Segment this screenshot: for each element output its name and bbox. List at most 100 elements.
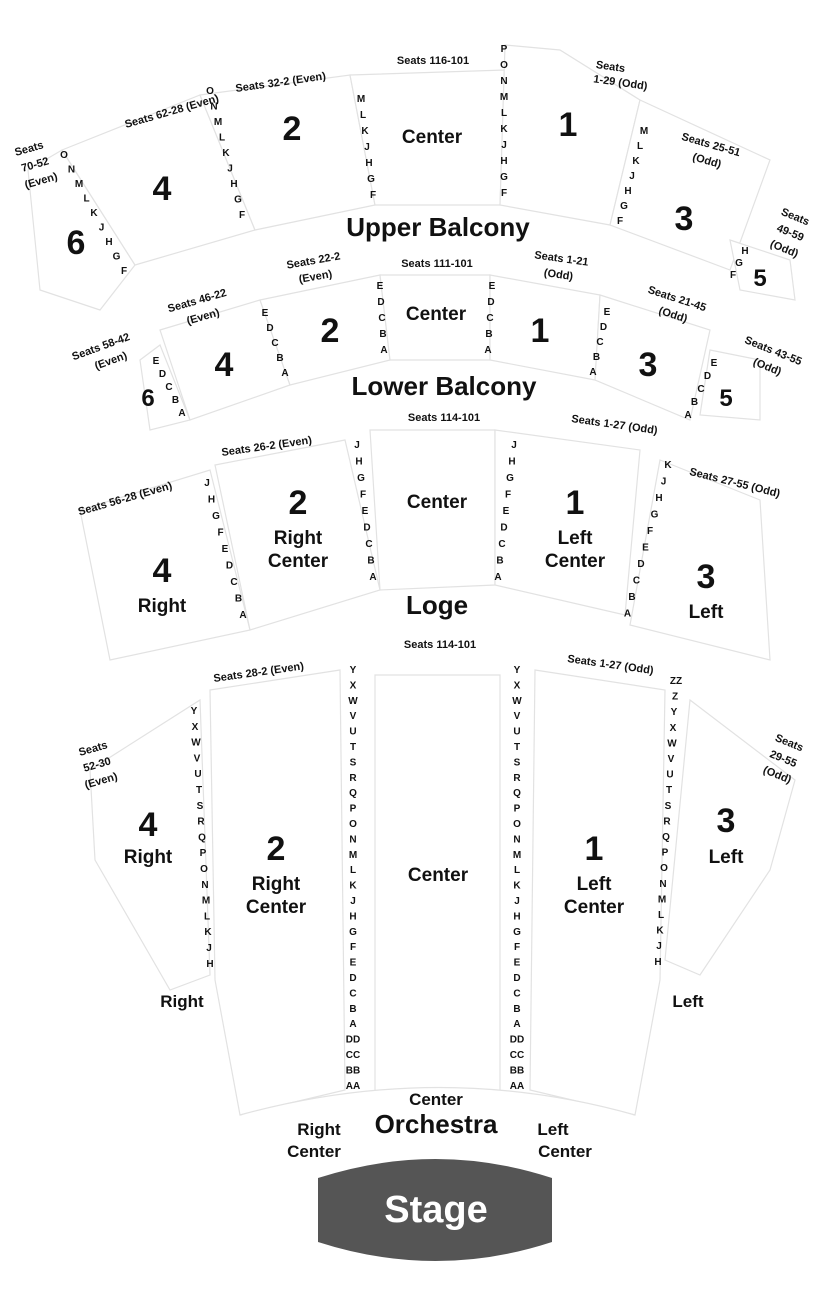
lower-section-1-number: 1	[531, 312, 550, 350]
orch-center-right-aisle-row-G: G	[349, 927, 357, 938]
upper-section-5-number: 5	[753, 265, 766, 292]
loge-section-4-aisle-row-H: H	[208, 495, 215, 506]
lower-section-5-number: 5	[719, 385, 732, 412]
upper-center-left-aisle-row-P: P	[501, 44, 508, 55]
orch-center-left-aisle-row-N: N	[513, 834, 520, 845]
orch-section-3-aisle-row-M: M	[658, 894, 666, 905]
lower-section-2-aisle-row-C: C	[271, 338, 278, 349]
loge-section-3-aisle-row-K: K	[664, 460, 672, 471]
orch-section-4-aisle-row-V: V	[194, 753, 201, 764]
upper-seat-range-116-101: Seats 116-101	[397, 55, 469, 67]
loge-section-3-aisle-row-F: F	[647, 526, 653, 537]
orch-section-4-aisle-row-M: M	[202, 896, 210, 907]
orch-bottom-center: Center	[409, 1090, 463, 1109]
loge-section-3-aisle-row-C: C	[633, 576, 640, 587]
orch-left-box-label: Left	[672, 992, 704, 1011]
orch-section-4[interactable]	[89, 698, 211, 991]
loge-center-left-aisle-row-H: H	[508, 457, 515, 468]
loge-section-4-aisle-row-J: J	[204, 478, 210, 489]
orch-section-3[interactable]	[664, 698, 796, 976]
loge-seat-range-114-101: Seats 114-101	[408, 412, 480, 424]
orch-section-3-aisle-row-V: V	[668, 754, 675, 765]
orch-section-4-aisle-row-Q: Q	[198, 832, 206, 843]
loge-section-3[interactable]	[629, 459, 771, 661]
lower-center-right-aisle-row-B: B	[379, 329, 386, 340]
upper-section-4-aisle-row-N: N	[210, 102, 217, 113]
upper-section-5-aisle-row-F: F	[730, 270, 736, 281]
loge-center-left-aisle-row-A: A	[494, 572, 501, 583]
loge-section-4-aisle-row-G: G	[212, 511, 220, 522]
loge-section-3-aisle-row-A: A	[624, 609, 631, 620]
upper-center-left-aisle-row-K: K	[500, 124, 508, 135]
upper-section-3-number: 3	[675, 200, 694, 238]
loge-section-3-number: 3	[697, 558, 716, 596]
lower-section-5-aisle-row-C: C	[697, 384, 704, 395]
upper-section-5-aisle-row-G: G	[735, 258, 743, 269]
loge-section-4-aisle-row-F: F	[217, 528, 223, 539]
loge-section-4-aisle-row-C: C	[230, 577, 237, 588]
lower-seat-range-22-2-a: Seats 22-2	[286, 250, 342, 271]
orchestra-title: Orchestra	[375, 1109, 498, 1139]
orch-section-3-aisle-row-ZZ: ZZ	[670, 676, 682, 687]
upper-section-6-number: 6	[67, 224, 86, 262]
orch-center-right-aisle-row-D: D	[349, 973, 356, 984]
loge-section-2-number: 2	[289, 484, 308, 522]
orch-section-2-label-b: Center	[246, 897, 307, 918]
upper-section-4-aisle-row-F: F	[239, 210, 245, 221]
lower-center-right-aisle-row-C: C	[378, 313, 385, 324]
orch-section-1[interactable]	[529, 669, 666, 1116]
lower-section-5-aisle-row-E: E	[711, 358, 718, 369]
loge-center-left-aisle-row-G: G	[506, 473, 514, 484]
upper-section-6[interactable]	[27, 149, 136, 311]
upper-center-right-aisle-row-J: J	[364, 142, 370, 153]
orch-section-3-label: Left	[709, 847, 745, 868]
orch-center-right-aisle-row-A: A	[349, 1019, 356, 1030]
stage[interactable]: Stage	[318, 1159, 552, 1261]
orch-center-left-aisle-row-G: G	[513, 927, 521, 938]
upper-center-right-aisle-row-K: K	[361, 126, 369, 137]
orch-section-3-aisle-row-X: X	[670, 723, 677, 734]
orch-section-3-aisle-row-S: S	[665, 801, 672, 812]
orch-section-4-aisle-row-S: S	[197, 801, 204, 812]
orch-seat-range-1-27: Seats 1-27 (Odd)	[567, 653, 655, 677]
lower-section-5[interactable]	[699, 349, 761, 421]
upper-section-4-aisle-row-L: L	[219, 133, 225, 144]
lower-section-3[interactable]	[594, 294, 711, 421]
upper-row-letters: PONMLKJHGFMLKJHGFONMLKJHGFMLKJHGFONMLKJH…	[60, 44, 749, 281]
lower-seat-range-1-21-a: Seats 1-21	[534, 249, 590, 268]
upper-section-6-aisle-row-M: M	[75, 179, 83, 190]
loge-center-left-aisle-row-B: B	[496, 556, 503, 567]
orch-section-4-aisle-row-N: N	[201, 880, 208, 891]
loge-section-center-label: Center	[407, 492, 468, 513]
orch-center-right-aisle-row-T: T	[350, 742, 356, 753]
upper-section-3-aisle-row-F: F	[617, 216, 623, 227]
orch-center-left-aisle-row-H: H	[513, 911, 520, 922]
loge-section-3-aisle-row-G: G	[651, 510, 659, 521]
loge-center-right-aisle-row-C: C	[365, 539, 372, 550]
orchestra-row-letters: YXWVUTSRQPONMLKJHGFEDCBADDCCBBAAYXWVUTSR…	[191, 665, 682, 1092]
orch-section-4-aisle-row-R: R	[197, 817, 205, 828]
upper-center-left-aisle-row-G: G	[500, 172, 508, 183]
orch-center-right-aisle-row-R: R	[349, 773, 357, 784]
upper-section-4-aisle-row-G: G	[234, 195, 242, 206]
lower-seat-range-111-101: Seats 111-101	[401, 258, 473, 270]
orch-center-right-aisle-row-W: W	[348, 696, 358, 707]
lower-center-left-aisle-row-D: D	[487, 297, 494, 308]
orch-section-3-aisle-row-W: W	[667, 738, 677, 749]
lower-section-5-aisle-row-D: D	[704, 371, 711, 382]
loge-seat-range-1-27: Seats 1-27 (Odd)	[571, 413, 659, 437]
lower-center-left-aisle-row-A: A	[484, 345, 491, 356]
lower-center-right-aisle-row-A: A	[380, 345, 387, 356]
lower-section-6-number: 6	[141, 385, 154, 412]
orch-center-right-aisle-row-Y: Y	[350, 665, 357, 676]
loge-section-1[interactable]	[494, 429, 641, 616]
upper-section-3-aisle-row-H: H	[624, 186, 631, 197]
upper-section-1-number: 1	[559, 106, 578, 144]
upper-section-3-aisle-row-M: M	[640, 126, 648, 137]
upper-section-3[interactable]	[609, 99, 771, 271]
upper-section-5[interactable]	[729, 239, 796, 301]
loge-section-4-aisle-row-E: E	[222, 544, 229, 555]
orch-section-4-aisle-row-T: T	[196, 785, 202, 796]
orch-bottom-right-center-a: Right	[297, 1120, 341, 1139]
lower-seat-range-1-21-b: (Odd)	[543, 267, 574, 283]
